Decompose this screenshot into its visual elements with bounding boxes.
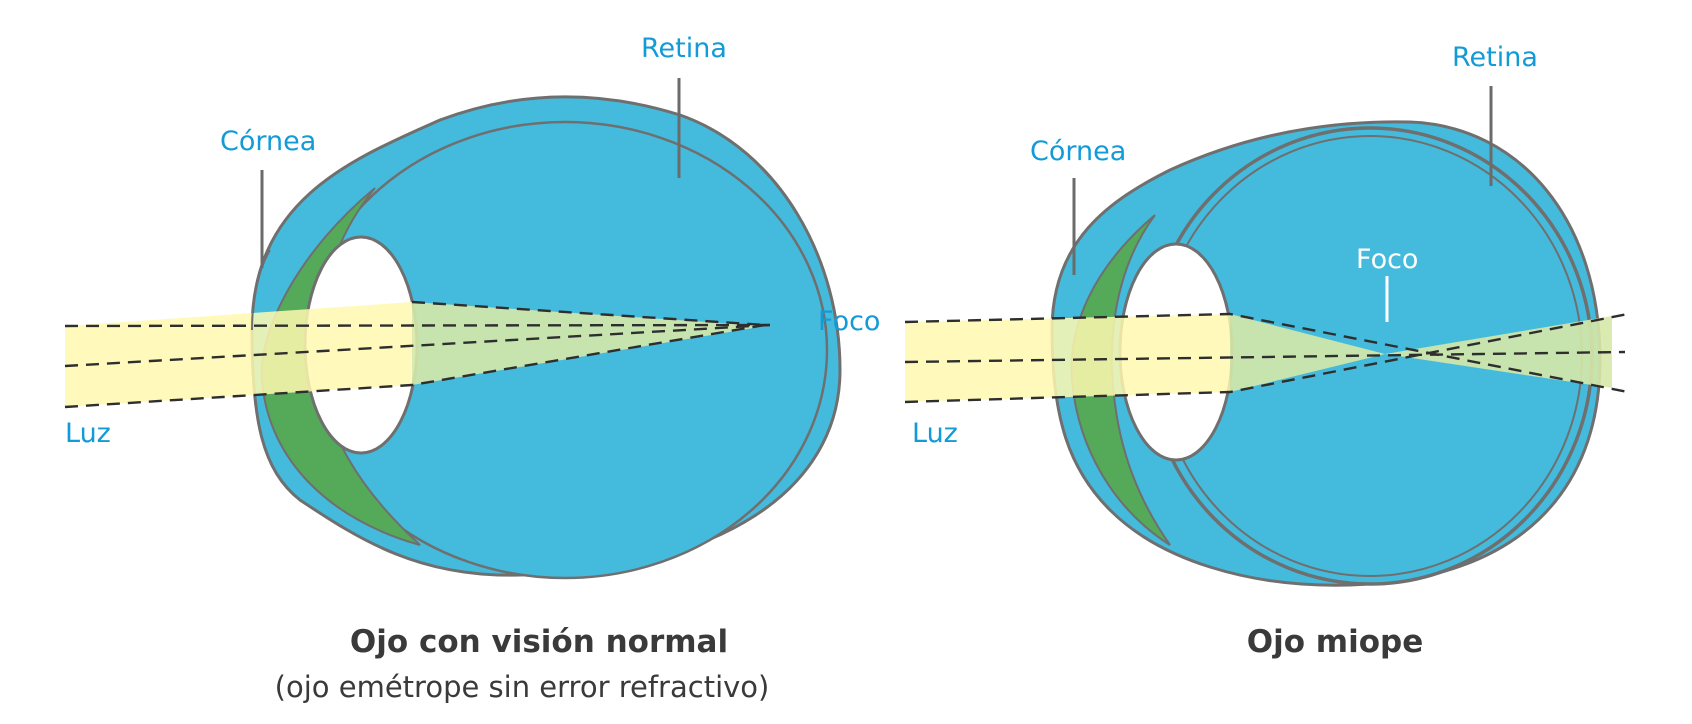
normal-eye-ray-middle — [64, 323, 771, 368]
normal-eye-subtitle: (ojo emétrope sin error refractivo) — [275, 670, 770, 704]
myopic-eye-diverging-beam — [1385, 316, 1612, 388]
myopic-eye-focus-label: Foco — [1356, 244, 1418, 275]
normal-eye-converging-beam — [412, 302, 765, 385]
myopic-eye-cornea-label: Córnea — [1030, 136, 1126, 167]
normal-eye-cornea-label: Córnea — [220, 126, 316, 157]
normal-eye-retina-label: Retina — [641, 33, 727, 64]
myopic-eye-retina-label: Retina — [1452, 42, 1538, 73]
normal-eye-cornea-outline — [251, 249, 271, 331]
myopic-eye-converging-beam — [1230, 314, 1385, 392]
myopic-eye: Retina Córnea Foco Luz Ojo miope — [904, 42, 1629, 660]
normal-eye-title: Ojo con visión normal — [350, 624, 728, 660]
myopic-eye-light-beam — [905, 314, 1230, 402]
myopic-eye-light-label: Luz — [912, 418, 958, 449]
normal-eye-focus-label: Foco — [818, 306, 880, 337]
normal-eye-light-beam — [65, 302, 412, 407]
normal-eye-ray-bottom — [64, 323, 766, 409]
normal-eye: Retina Córnea Foco Luz Ojo con visión no… — [64, 33, 880, 704]
normal-eye-ray-top-bend — [411, 300, 766, 327]
myopic-eye-ray-bottom — [904, 312, 1629, 404]
myopic-eye-ray-middle — [904, 350, 1626, 364]
normal-eye-light-label: Luz — [65, 418, 111, 449]
normal-eye-ray-top — [64, 323, 771, 328]
myopic-eye-title: Ojo miope — [1247, 624, 1424, 660]
myopic-eye-ray-top — [904, 312, 1629, 394]
